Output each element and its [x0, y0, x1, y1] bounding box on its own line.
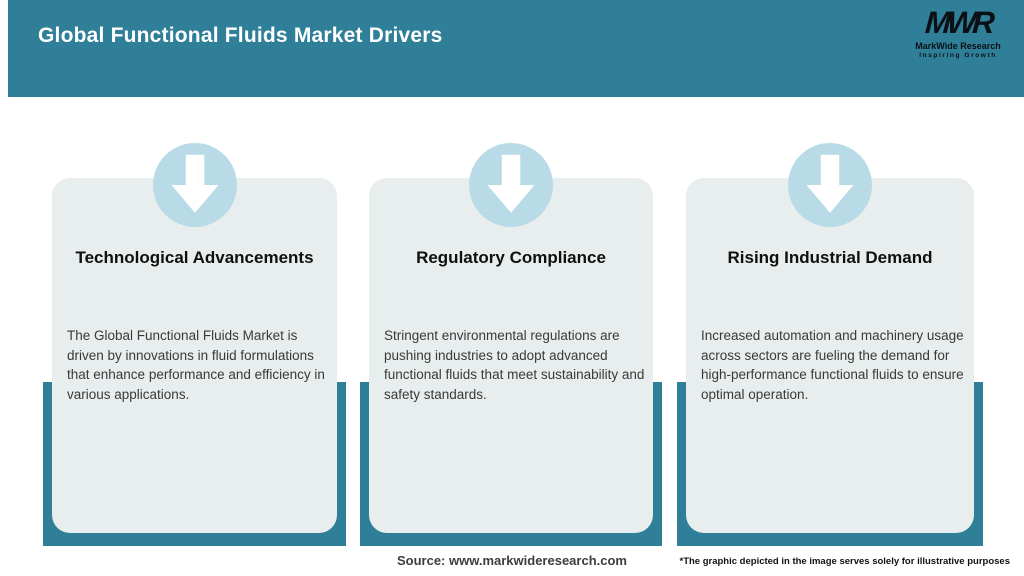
- markwide-logo: MWR MarkWide Research Inspiring Growth: [908, 5, 1008, 59]
- driver-card-rising-industrial-demand: Rising Industrial Demand Increased autom…: [677, 143, 983, 546]
- card-title: Technological Advancements: [75, 248, 314, 267]
- header-bar: Global Functional Fluids Market Drivers …: [8, 0, 1024, 97]
- card-body: Rising Industrial Demand Increased autom…: [686, 178, 974, 533]
- driver-card-regulatory-compliance: Regulatory Compliance Stringent environm…: [360, 143, 662, 546]
- card-title: Rising Industrial Demand: [727, 248, 933, 267]
- card-title: Regulatory Compliance: [416, 248, 606, 267]
- logo-monogram: MWR: [924, 5, 992, 40]
- down-arrow-icon: [788, 143, 872, 227]
- down-arrow-icon: [152, 143, 237, 227]
- card-description: Stringent environmental regulations are …: [384, 328, 645, 402]
- card-description: The Global Functional Fluids Market is d…: [67, 328, 325, 402]
- driver-card-technological-advancements: Technological Advancements The Global Fu…: [43, 143, 346, 546]
- page-title: Global Functional Fluids Market Drivers: [38, 24, 443, 47]
- logo-tagline: Inspiring Growth: [919, 52, 997, 59]
- disclaimer-text: *The graphic depicted in the image serve…: [679, 556, 1011, 567]
- source-text: Source: www.markwideresearch.com: [396, 553, 627, 568]
- card-description: Increased automation and machinery usage…: [701, 328, 964, 402]
- card-body: Regulatory Compliance Stringent environm…: [369, 178, 653, 533]
- card-body: Technological Advancements The Global Fu…: [52, 178, 337, 533]
- logo-name: MarkWide Research: [915, 41, 1001, 51]
- down-arrow-icon: [469, 143, 553, 227]
